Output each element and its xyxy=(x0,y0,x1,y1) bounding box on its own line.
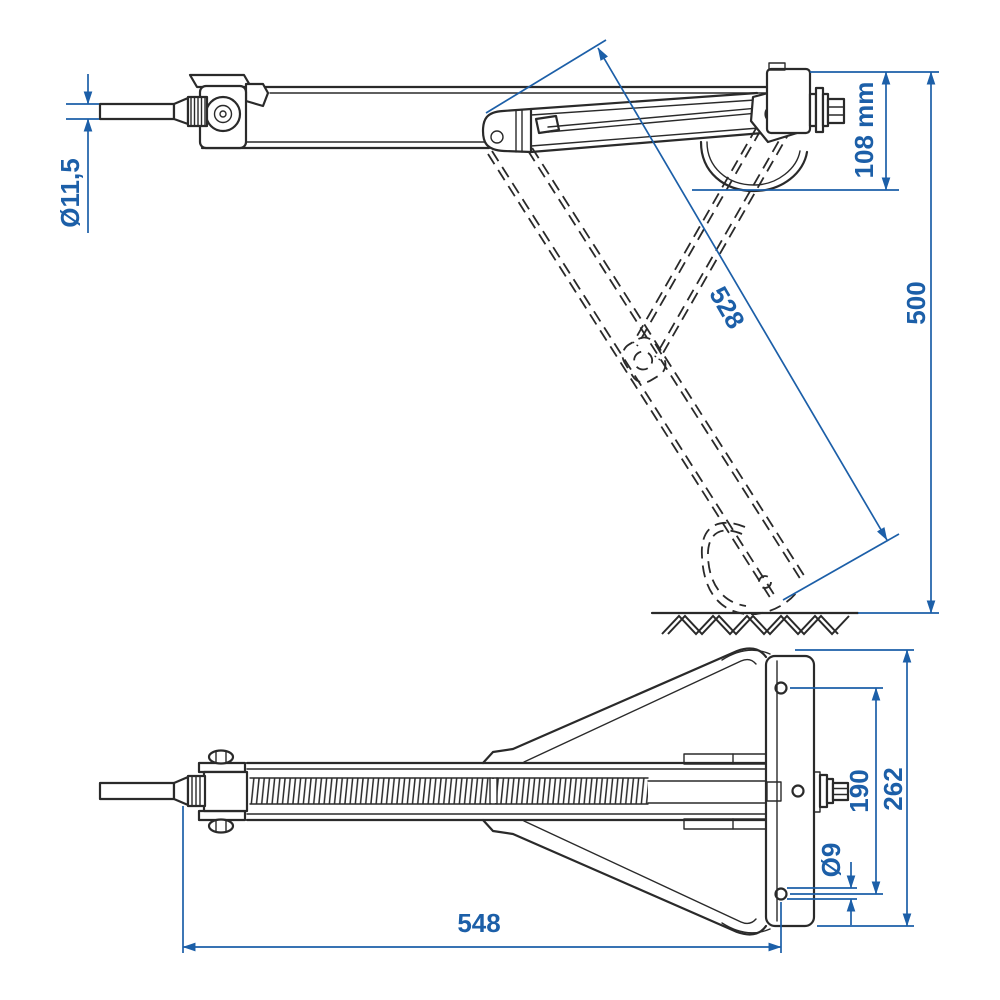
dimension-line xyxy=(597,47,888,541)
phantom-foot-pad-outer xyxy=(701,521,798,616)
a-frame-arms xyxy=(481,647,784,936)
brace-folded-edge xyxy=(547,111,770,133)
upper-arm-inner-edge xyxy=(523,658,757,763)
lower-arm-inner-edge xyxy=(523,820,757,925)
mounting-hole-top xyxy=(774,681,788,695)
crank-bearing-center xyxy=(219,110,227,118)
side-view xyxy=(98,62,860,636)
dim-label-overall-length: 548 xyxy=(457,908,500,938)
upper-arm-outer-edge xyxy=(481,647,768,765)
end-housing xyxy=(765,62,846,135)
extended-leg-phantom xyxy=(487,110,806,616)
gearbox-bolt-top xyxy=(207,749,235,765)
crank-handle-top xyxy=(98,774,207,808)
leg-bottom-edge xyxy=(529,131,765,154)
dimension-overall-length: 548 xyxy=(182,806,782,953)
thread-hatching xyxy=(250,778,648,804)
plate-top-corner-cap xyxy=(721,649,771,661)
phantom-foot-pad-inner xyxy=(707,529,747,607)
crank-spring-coils xyxy=(190,97,206,126)
top-view xyxy=(98,647,850,936)
foot-pad-inner-curve xyxy=(706,141,801,186)
extension-line xyxy=(485,39,607,114)
dim-label-overall-height: 500 xyxy=(901,281,931,324)
extension-line xyxy=(782,533,900,601)
crank-taper xyxy=(172,96,190,126)
leg-clamp-tab xyxy=(534,114,561,135)
spindle-hex-end xyxy=(831,781,850,802)
phantom-leg-edge xyxy=(487,153,772,600)
folded-leg xyxy=(481,91,770,154)
ground-hatching xyxy=(667,614,839,636)
phantom-leg-edge xyxy=(517,134,802,581)
spindle-end xyxy=(818,773,850,809)
foot-cap-hole xyxy=(490,130,504,144)
dim-label-gearbox-height: 108 mm xyxy=(849,82,879,179)
ground xyxy=(650,611,860,636)
crank-rod xyxy=(98,102,176,121)
spindle-hex-bolt xyxy=(826,97,846,125)
crank-rod-top xyxy=(98,781,176,801)
spindle-nut-block xyxy=(766,781,782,802)
dim-label-hole-spacing: 190 xyxy=(844,769,874,812)
dim-label-baseplate-height: 262 xyxy=(878,767,908,810)
dimension-baseplate-height: 262 xyxy=(795,649,914,927)
end-housing-body xyxy=(765,67,812,135)
phantom-leg-edge xyxy=(521,131,806,578)
gearbox-bolt-bottom xyxy=(207,818,235,834)
dim-label-rod-diameter: Ø11,5 xyxy=(55,158,85,227)
phantom-brace-edge xyxy=(632,110,767,344)
dim-label-leg-length: 528 xyxy=(703,281,751,334)
spindle-center-hole xyxy=(791,784,805,798)
crank-handle xyxy=(98,95,209,128)
gearbox-body-top xyxy=(202,770,249,813)
dimension-rod-diameter: Ø11,5 xyxy=(55,74,99,233)
base-plate xyxy=(721,649,821,934)
phantom-bracket-hole xyxy=(633,350,654,371)
plate-bottom-corner-cap xyxy=(721,922,771,934)
lower-arm-outer-edge xyxy=(481,818,768,936)
beam-channel-top xyxy=(245,761,769,822)
thread-joint-gap xyxy=(490,779,497,803)
dimension-hole-spacing: 190 xyxy=(790,687,883,895)
leg-foot-cap xyxy=(481,107,533,154)
gearbox-top xyxy=(197,749,249,834)
phantom-foot-pivot xyxy=(758,575,772,589)
dim-label-hole-diameter: Ø9 xyxy=(816,843,846,878)
brace-folded-edge xyxy=(547,106,770,128)
crank-bearing-mid xyxy=(213,104,233,124)
threaded-spindle xyxy=(249,777,767,805)
dimension-overall-height: 500 xyxy=(858,71,939,614)
gearbox-latch-tab xyxy=(244,82,270,108)
leg-top-edge xyxy=(529,91,759,111)
plate-outline xyxy=(764,654,816,928)
crank-taper-top xyxy=(172,775,190,807)
dimensions: Ø11,5 108 mm 500 528 548 xyxy=(55,39,939,953)
phantom-leg-edge xyxy=(491,150,776,597)
mounting-hole-bottom xyxy=(774,887,788,901)
dimension-hole-diameter: Ø9 xyxy=(787,843,857,925)
